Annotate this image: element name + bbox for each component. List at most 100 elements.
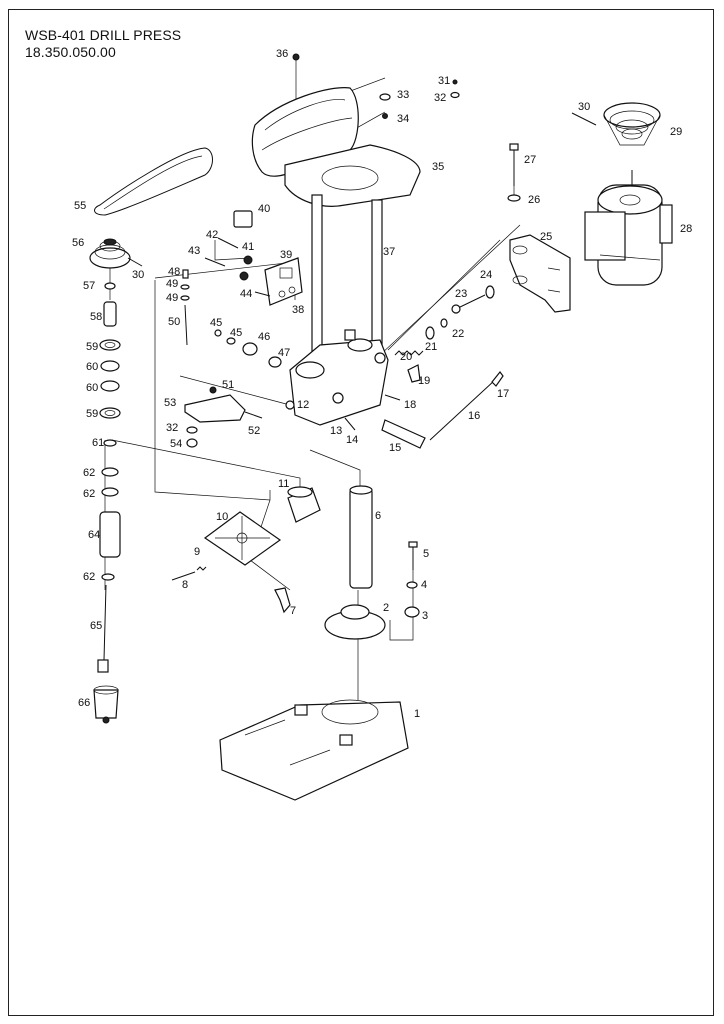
document-title: WSB-401 DRILL PRESS	[25, 27, 182, 43]
base-1	[219, 701, 409, 801]
switch-40	[233, 210, 253, 228]
callout-41: 41	[242, 241, 254, 253]
callout-60: 60	[86, 382, 98, 394]
bearing-62a	[101, 467, 119, 477]
nut-54	[186, 438, 198, 448]
callout-45: 45	[210, 317, 222, 329]
callout-37: 37	[383, 246, 395, 258]
callout-6: 6	[375, 510, 381, 522]
part-45b	[226, 337, 236, 345]
callout-12: 12	[297, 399, 309, 411]
callout-61: 61	[92, 437, 104, 449]
callout-13: 13	[330, 425, 342, 437]
callout-40: 40	[258, 203, 270, 215]
pulley-housing	[284, 144, 421, 207]
callout-60: 60	[86, 361, 98, 373]
quill-64	[99, 511, 121, 558]
handle-16	[429, 379, 496, 441]
callout-15: 15	[389, 442, 401, 454]
belt-guard-assembly	[251, 53, 460, 207]
washer-32a	[450, 91, 460, 99]
nut-48	[182, 269, 189, 279]
arbor-65	[103, 584, 107, 661]
knob-screw-36	[292, 53, 300, 61]
callout-29: 29	[670, 126, 682, 138]
screw-34	[382, 113, 388, 119]
callout-22: 22	[452, 328, 464, 340]
lever-7	[274, 587, 291, 614]
screw-42	[217, 237, 239, 249]
spindle-parts-stack	[93, 268, 121, 724]
callout-55: 55	[74, 200, 86, 212]
spring-20	[394, 350, 424, 356]
callout-62: 62	[83, 571, 95, 583]
callout-30: 30	[132, 269, 144, 281]
callout-43: 43	[188, 245, 200, 257]
column-and-head	[285, 194, 389, 426]
bearing-60a	[100, 360, 120, 372]
table-10	[203, 511, 282, 566]
callout-21: 21	[425, 341, 437, 353]
callout-2: 2	[383, 602, 389, 614]
spindle-pulley	[89, 238, 143, 269]
callout-47: 47	[278, 347, 290, 359]
callout-28: 28	[680, 223, 692, 235]
washer-33	[379, 93, 391, 101]
screw-18	[384, 394, 401, 401]
callout-30: 30	[578, 101, 590, 113]
bolt-23	[457, 294, 486, 309]
callout-50: 50	[168, 316, 180, 328]
switch-assembly	[204, 210, 303, 306]
washer-49b	[180, 295, 190, 301]
callout-54: 54	[170, 438, 182, 450]
column-upper-left	[311, 194, 323, 356]
callout-56: 56	[72, 237, 84, 249]
column-6	[349, 487, 373, 589]
callout-11: 11	[278, 478, 289, 490]
callout-10: 10	[216, 511, 228, 523]
column-upper-right	[371, 199, 383, 346]
callout-45: 45	[230, 327, 242, 339]
callout-38: 38	[292, 304, 304, 316]
callout-53: 53	[164, 397, 176, 409]
washer-32b	[186, 426, 198, 434]
sleeve-58	[103, 301, 117, 327]
feed-parts	[214, 329, 282, 368]
feed-shaft-15	[381, 419, 426, 449]
pin-19	[407, 364, 421, 383]
callout-16: 16	[468, 410, 480, 422]
rod-50	[184, 304, 188, 346]
callout-58: 58	[90, 311, 102, 323]
callout-26: 26	[528, 194, 540, 206]
callout-8: 8	[182, 579, 188, 591]
screw-31	[452, 79, 458, 85]
callout-5: 5	[423, 548, 429, 560]
screw-52	[244, 411, 263, 419]
washer-4	[406, 581, 418, 589]
callout-35: 35	[432, 161, 444, 173]
callout-20: 20	[400, 351, 412, 363]
callout-9: 9	[194, 546, 200, 558]
spring-9	[196, 566, 207, 571]
callout-57: 57	[83, 280, 95, 292]
washer-49a	[180, 284, 190, 290]
part-51	[209, 386, 217, 394]
page-border	[8, 9, 714, 1016]
part-46	[242, 342, 258, 356]
key-30b	[127, 257, 143, 267]
callout-17: 17	[497, 388, 509, 400]
callout-48: 48	[168, 266, 180, 278]
part-47	[268, 356, 282, 368]
callout-42: 42	[206, 229, 218, 241]
chuck-66	[93, 689, 119, 719]
column-and-base	[219, 485, 420, 801]
callout-49: 49	[166, 292, 178, 304]
nut-57	[104, 282, 116, 290]
callout-59: 59	[86, 341, 98, 353]
callout-23: 23	[455, 288, 467, 300]
v-belt	[94, 147, 213, 216]
knob-17	[491, 371, 504, 387]
clip-61	[103, 439, 117, 447]
